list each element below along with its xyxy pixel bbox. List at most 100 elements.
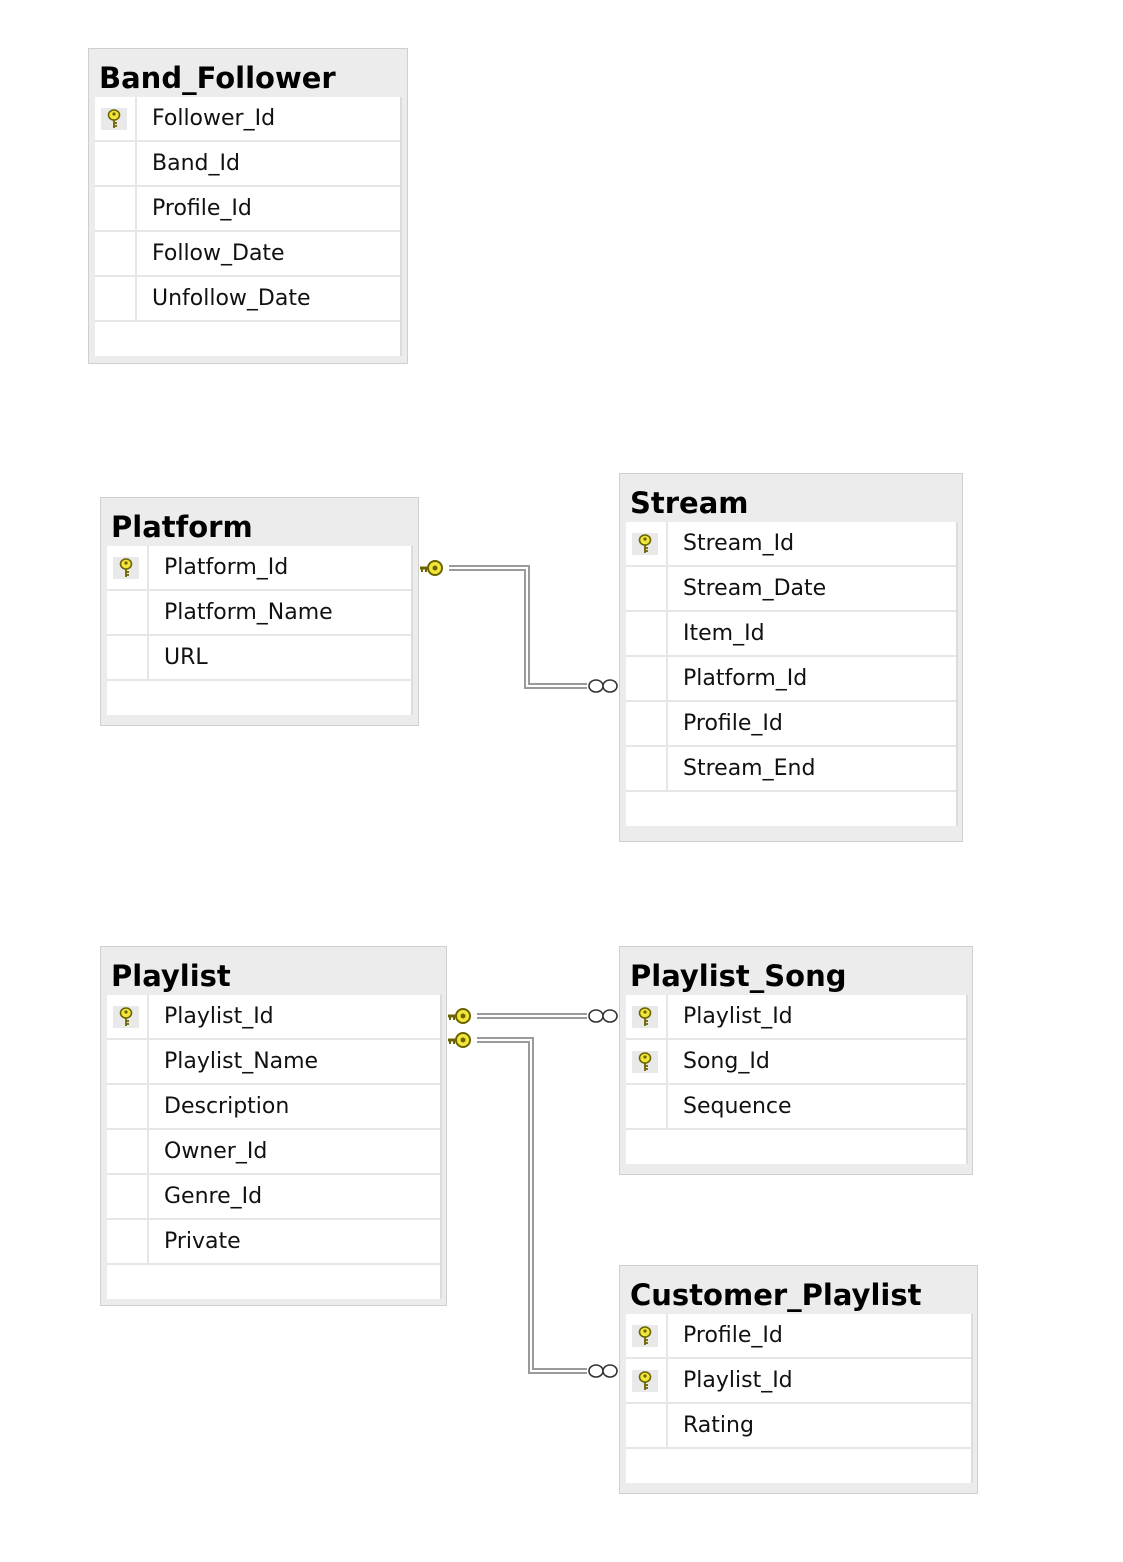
column-name: Playlist_Id — [683, 1004, 793, 1029]
primary-key-icon — [632, 1370, 658, 1392]
row-selector — [107, 1085, 149, 1128]
column-row[interactable]: URL — [107, 636, 411, 681]
table-title: Stream — [630, 486, 749, 520]
column-row[interactable]: Platform_Name — [107, 591, 411, 636]
column-row[interactable]: Item_Id — [626, 612, 956, 657]
many-end-infinity-icon — [588, 1364, 618, 1378]
row-selector — [626, 1359, 668, 1402]
column-row[interactable]: Profile_Id — [626, 1314, 971, 1359]
primary-key-icon — [113, 1006, 139, 1028]
relationship-playlist-playlist-song[interactable] — [446, 1007, 618, 1025]
column-name: Song_Id — [683, 1049, 770, 1074]
table-title: Band_Follower — [99, 61, 336, 95]
column-name: Description — [164, 1094, 290, 1119]
row-selector — [107, 1040, 149, 1083]
new-column-row[interactable] — [626, 1449, 971, 1483]
row-selector — [95, 142, 137, 185]
column-name: Owner_Id — [164, 1139, 268, 1164]
column-name: Platform_Id — [164, 555, 289, 580]
new-column-row[interactable] — [626, 1130, 966, 1164]
relationship-platform-stream[interactable] — [418, 559, 618, 693]
row-selector — [626, 747, 668, 790]
column-name: Follow_Date — [152, 241, 285, 266]
column-name: Profile_Id — [152, 196, 252, 221]
column-row[interactable]: Genre_Id — [107, 1175, 440, 1220]
table-title: Playlist_Song — [630, 959, 847, 993]
column-name: Unfollow_Date — [152, 286, 311, 311]
row-selector — [626, 567, 668, 610]
column-row[interactable]: Playlist_Id — [107, 995, 440, 1040]
row-selector — [626, 1314, 668, 1357]
row-selector — [626, 702, 668, 745]
column-row[interactable]: Follow_Date — [95, 232, 400, 277]
column-name: Playlist_Id — [683, 1368, 793, 1393]
table-title: Playlist — [111, 959, 231, 993]
row-selector — [107, 1130, 149, 1173]
relationship-playlist-customer-playlist[interactable] — [446, 1031, 618, 1378]
primary-key-icon — [101, 108, 127, 130]
new-column-row[interactable] — [95, 322, 400, 356]
one-end-key-icon — [446, 1007, 472, 1025]
row-selector — [626, 995, 668, 1038]
row-selector — [95, 97, 137, 140]
column-row[interactable]: Owner_Id — [107, 1130, 440, 1175]
column-row[interactable]: Playlist_Id — [626, 995, 966, 1040]
column-name: Playlist_Name — [164, 1049, 319, 1074]
column-name: Stream_Id — [683, 531, 795, 556]
primary-key-icon — [632, 533, 658, 555]
column-row[interactable]: Unfollow_Date — [95, 277, 400, 322]
new-column-row[interactable] — [107, 1265, 440, 1299]
row-selector — [107, 1220, 149, 1263]
row-selector — [95, 232, 137, 275]
row-selector — [107, 636, 149, 679]
column-row[interactable]: Description — [107, 1085, 440, 1130]
column-row[interactable]: Private — [107, 1220, 440, 1265]
row-selector — [95, 277, 137, 320]
column-row[interactable]: Profile_Id — [95, 187, 400, 232]
new-column-row[interactable] — [107, 681, 411, 715]
row-selector — [107, 995, 149, 1038]
column-row[interactable]: Platform_Id — [107, 546, 411, 591]
column-row[interactable]: Follower_Id — [95, 97, 400, 142]
column-name: Sequence — [683, 1094, 792, 1119]
row-selector — [626, 1040, 668, 1083]
column-name: Platform_Id — [683, 666, 808, 691]
one-end-key-icon — [446, 1031, 472, 1049]
column-row[interactable]: Song_Id — [626, 1040, 966, 1085]
new-column-row[interactable] — [626, 792, 956, 826]
column-row[interactable]: Rating — [626, 1404, 971, 1449]
column-row[interactable]: Playlist_Name — [107, 1040, 440, 1085]
column-name: Follower_Id — [152, 106, 276, 131]
column-row[interactable]: Profile_Id — [626, 702, 956, 747]
column-name: Rating — [683, 1413, 754, 1438]
many-end-infinity-icon — [588, 1009, 618, 1023]
column-row[interactable]: Band_Id — [95, 142, 400, 187]
column-row[interactable]: Playlist_Id — [626, 1359, 971, 1404]
column-row[interactable]: Stream_Id — [626, 522, 956, 567]
column-row[interactable]: Sequence — [626, 1085, 966, 1130]
column-name: Profile_Id — [683, 711, 783, 736]
row-selector — [107, 546, 149, 589]
primary-key-icon — [113, 557, 139, 579]
column-row[interactable]: Stream_Date — [626, 567, 956, 612]
many-end-infinity-icon — [588, 679, 618, 693]
primary-key-icon — [632, 1051, 658, 1073]
column-name: Item_Id — [683, 621, 765, 646]
row-selector — [626, 657, 668, 700]
column-name: Platform_Name — [164, 600, 333, 625]
column-row[interactable]: Platform_Id — [626, 657, 956, 702]
column-row[interactable]: Stream_End — [626, 747, 956, 792]
